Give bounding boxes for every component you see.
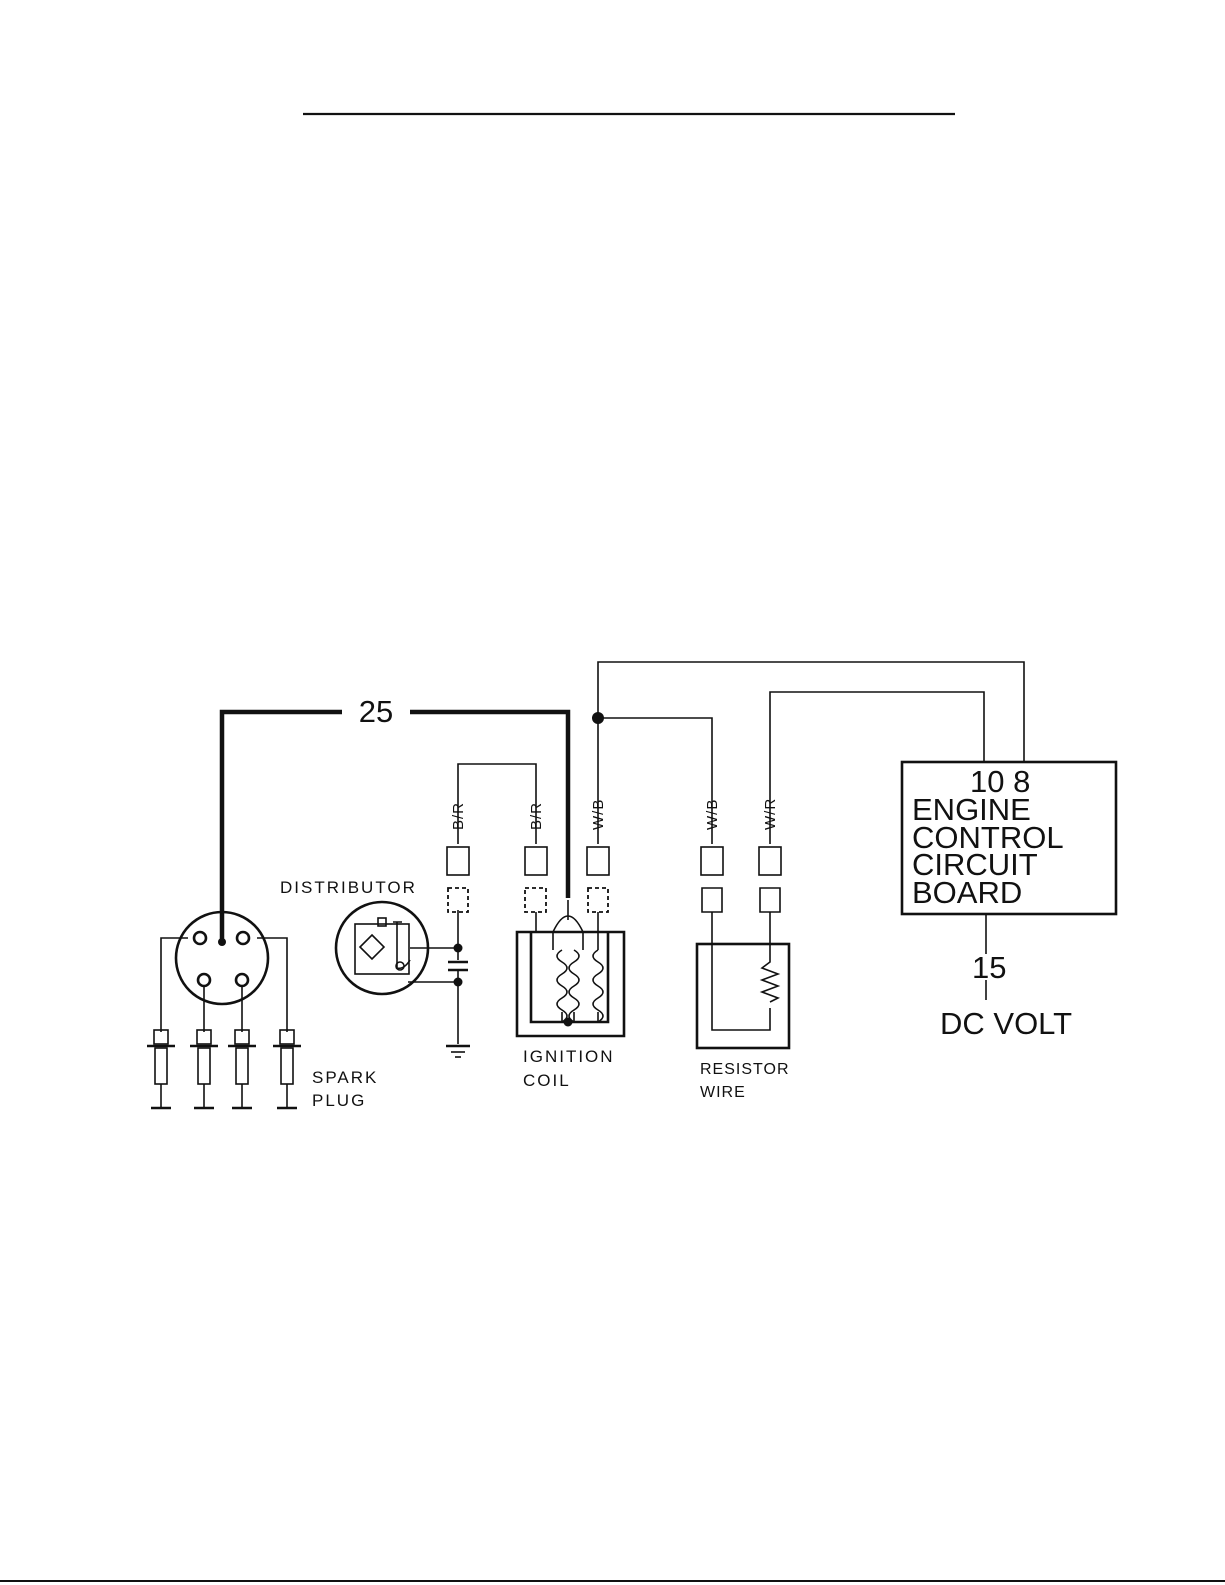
wire-br-loop [458, 764, 536, 844]
resistor-wire-label-line2: WIRE [700, 1084, 746, 1101]
spark-plug-2 [190, 1030, 218, 1108]
power-pin-label: 15 [972, 950, 1006, 985]
coil-windings-icon [557, 950, 603, 1022]
connector-br-2 [525, 847, 547, 912]
ignition-coil-label-line2: COIL [523, 1071, 571, 1090]
distributor [336, 902, 458, 994]
wire-color-br-1: B/R [450, 802, 467, 830]
spark-plug-label-line1: SPARK [312, 1068, 378, 1087]
power-label: DC VOLT [940, 1006, 1072, 1041]
distributor-label: DISTRIBUTOR [280, 878, 417, 897]
ecm-label-line4: BOARD [912, 875, 1022, 910]
wire-color-wb-1: W/B [590, 799, 607, 830]
spark-plug-3 [228, 1030, 256, 1108]
spark-plug-1 [147, 1030, 175, 1108]
spark-plug-4 [273, 1030, 301, 1108]
resistor-wire-label-line1: RESISTOR [700, 1061, 790, 1078]
wire-color-wr: W/R [762, 798, 779, 830]
connector-br-1 [447, 847, 469, 912]
connector-wr [759, 847, 781, 912]
connector-wb-1 [587, 847, 609, 912]
wire-color-wb-2: W/B [704, 799, 721, 830]
spark-plug-label-line2: PLUG [312, 1091, 366, 1110]
connector-wb-2 [701, 847, 723, 912]
wire-color-br-2: B/R [528, 802, 545, 830]
wire-25-label: 25 [359, 694, 393, 729]
resistor-wire [697, 912, 789, 1048]
condenser [448, 910, 468, 1044]
ignition-coil-label-line1: IGNITION [523, 1047, 615, 1066]
ignition-coil [517, 900, 624, 1036]
ground-symbol-icon [446, 1046, 470, 1057]
